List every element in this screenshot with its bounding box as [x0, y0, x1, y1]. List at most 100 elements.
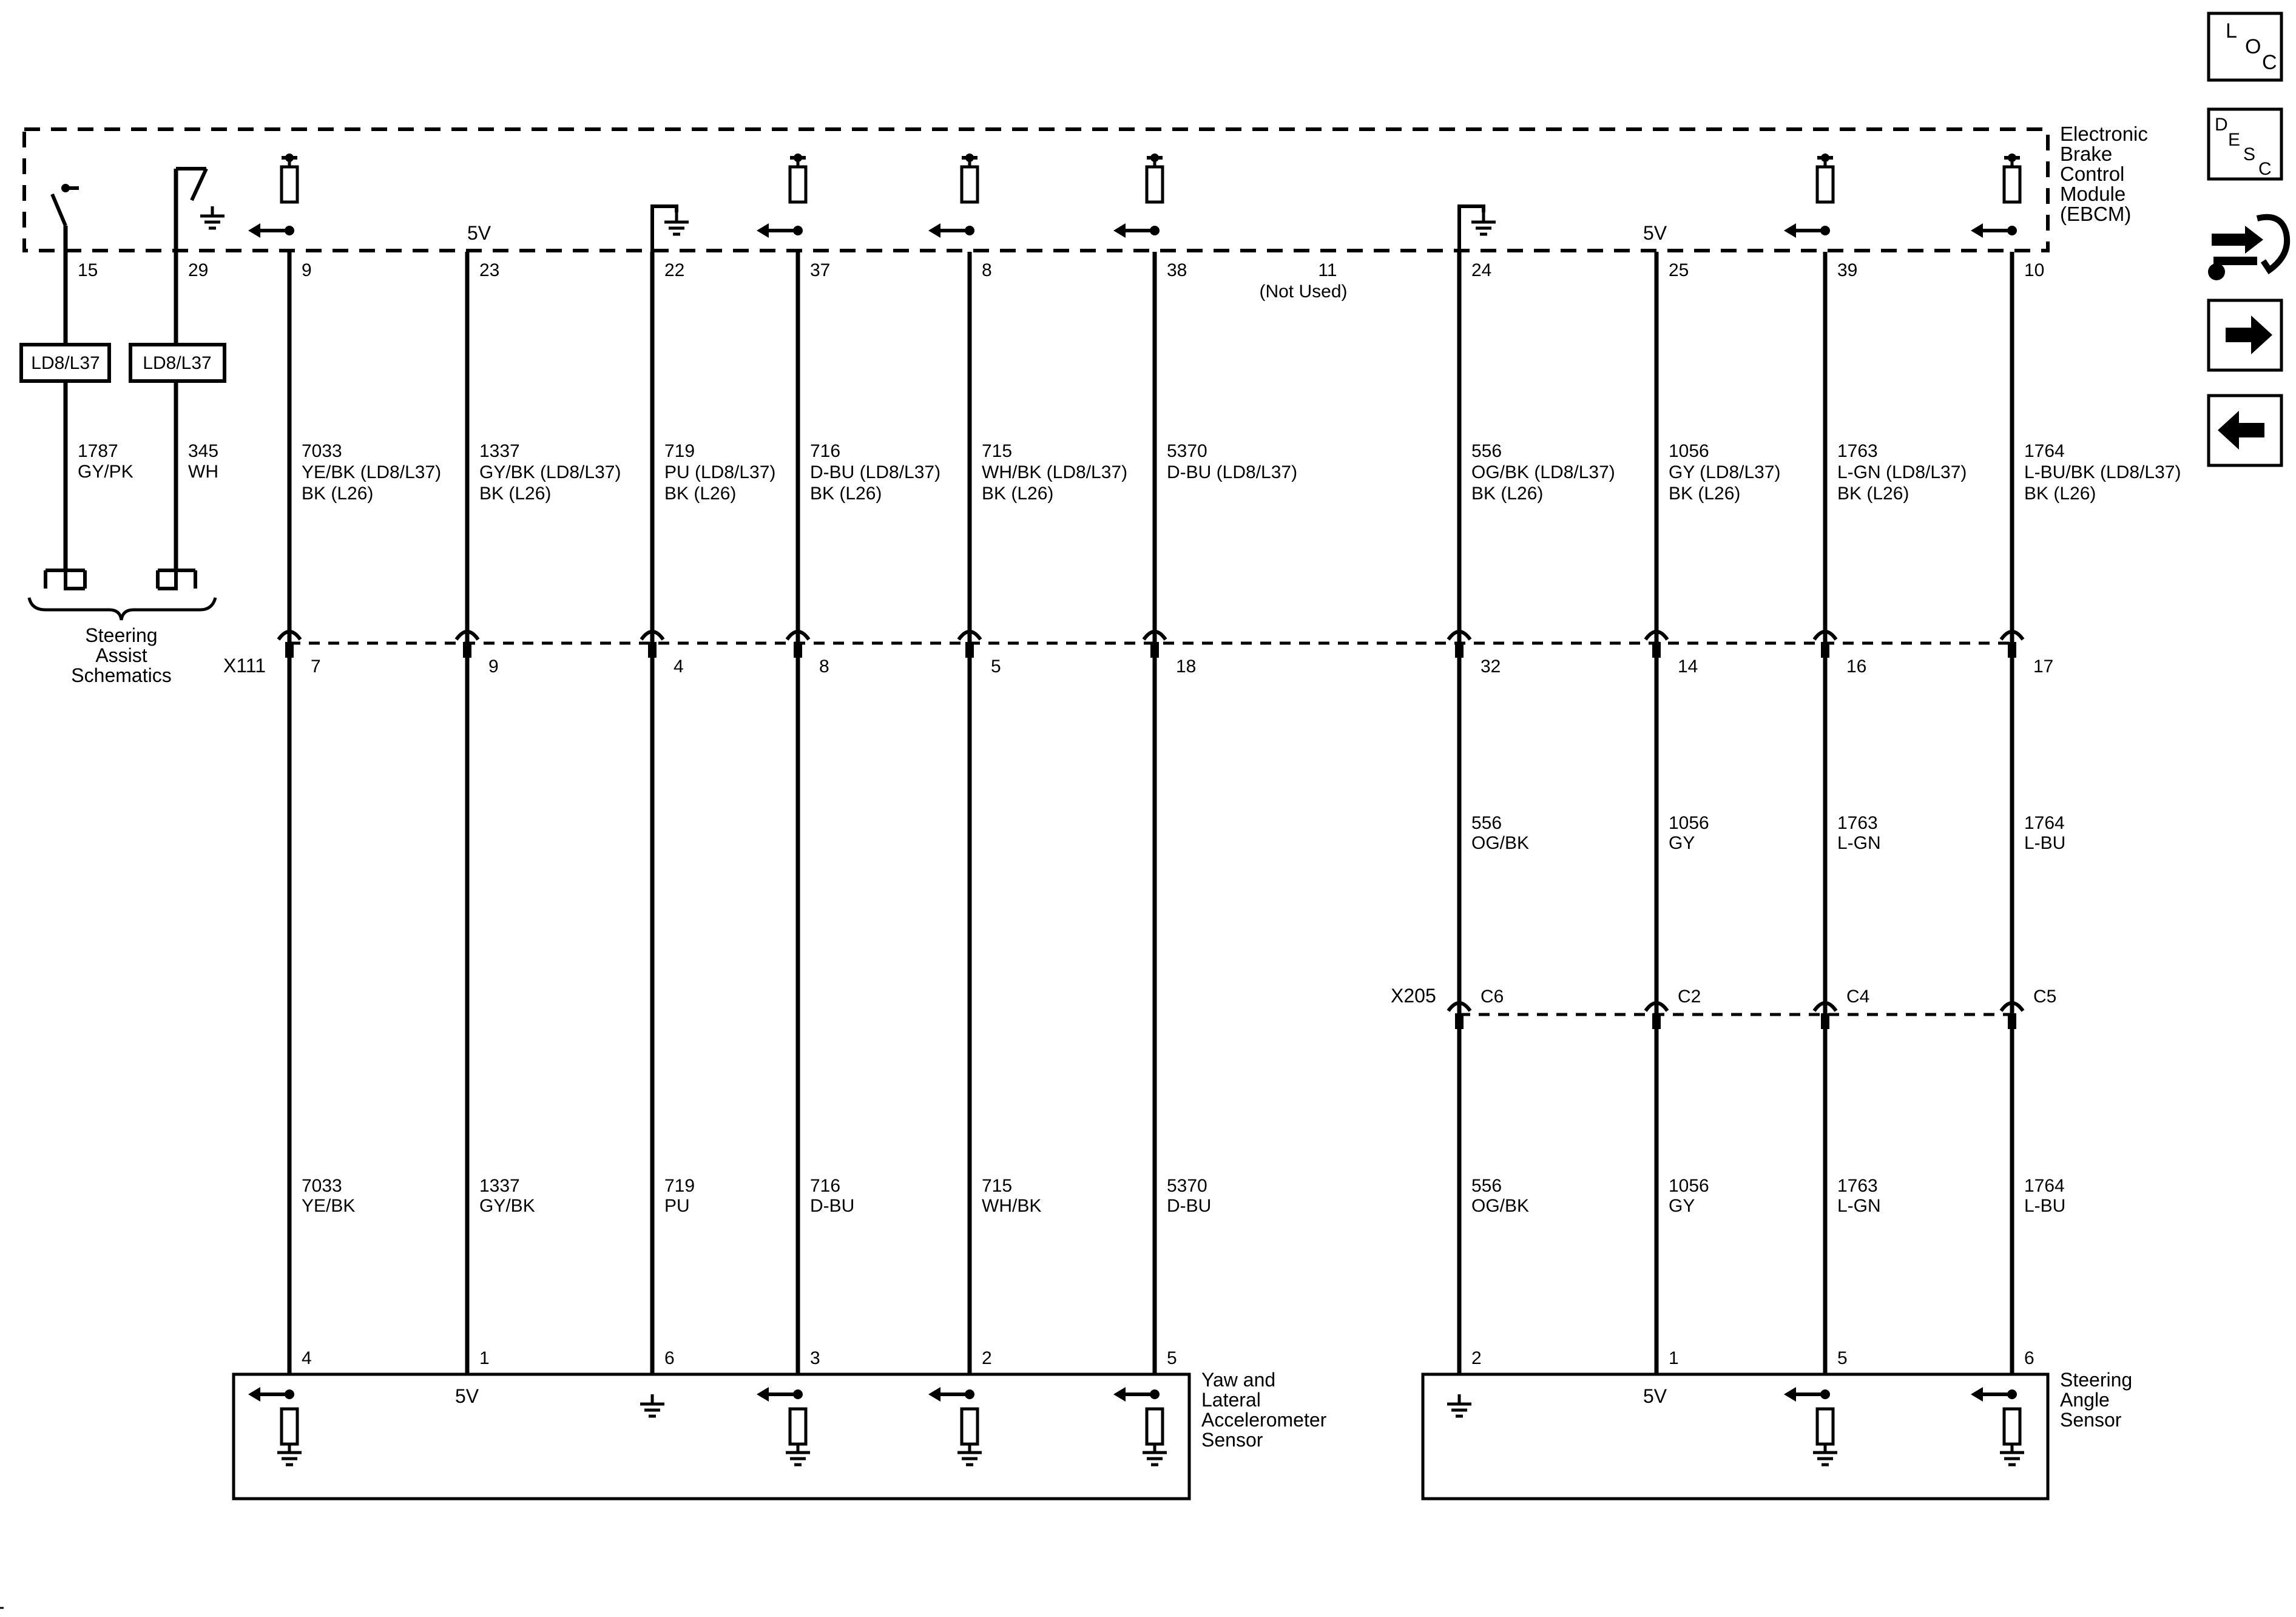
svg-text:Brake: Brake	[2060, 143, 2112, 165]
connector-x205-label: X205	[1391, 985, 1436, 1007]
description-button[interactable]: D E S C	[2207, 107, 2283, 181]
x111-pin: 16	[1846, 657, 1866, 677]
circuit-number: 716	[810, 441, 840, 461]
option-box-label: LD8/L37	[31, 353, 100, 373]
svg-text:Yaw and: Yaw and	[1201, 1369, 1275, 1391]
wire-color: GY/BK (LD8/L37)	[479, 462, 621, 482]
ebcm-internal-symbols: 5V 5V 11 (Not Used)	[248, 154, 2020, 302]
circuit-number: 5370	[1167, 441, 1207, 461]
wire-color: PU	[664, 1196, 690, 1216]
ebcm-pin-15: 15	[78, 260, 98, 280]
wire-color: D-BU	[810, 1196, 854, 1216]
circuit-number: 1763	[1837, 441, 1878, 461]
wire-color: L-GN (LD8/L37)	[1837, 462, 1967, 482]
x205-pin: C6	[1481, 987, 1504, 1007]
circuit-number: 7033	[302, 1176, 342, 1196]
svg-text:Accelerometer: Accelerometer	[1201, 1409, 1327, 1431]
svg-text:C: C	[2262, 51, 2277, 74]
sensor-pin: 6	[664, 1348, 675, 1368]
connector-end-view-button[interactable]	[2208, 214, 2291, 280]
location-button[interactable]: L O C	[2207, 12, 2283, 82]
x111-pin: 9	[488, 657, 499, 677]
ebcm-pin: 22	[664, 260, 684, 280]
svg-text:Electronic: Electronic	[2060, 123, 2148, 145]
circuit-number: 719	[664, 1176, 695, 1196]
wire-color: WH/BK (LD8/L37)	[982, 462, 1127, 482]
ebcm-pin: 38	[1167, 260, 1187, 280]
wire-color: OG/BK (LD8/L37)	[1471, 462, 1615, 482]
steering-assist-reference[interactable]: Steering Assist Schematics	[27, 569, 217, 686]
wire-color: BK (L26)	[1471, 484, 1543, 504]
circuit-number: 1763	[1837, 1176, 1878, 1196]
svg-text:(EBCM): (EBCM)	[2060, 203, 2131, 225]
svg-text:Sensor: Sensor	[2060, 1409, 2122, 1431]
ebcm-pin-29: 29	[188, 260, 208, 280]
ebcm-pin: 24	[1471, 260, 1491, 280]
svg-text:E: E	[2228, 130, 2240, 150]
circuit-number: 715	[982, 1176, 1012, 1196]
next-page-button[interactable]	[2207, 299, 2283, 372]
steering-angle-sensor-internals: 5V	[1447, 1385, 2024, 1465]
svg-text:Sensor: Sensor	[1201, 1429, 1263, 1451]
wire-color: L-BU	[2024, 1196, 2065, 1216]
wire-color: L-BU	[2024, 833, 2065, 853]
circuit-number: 345	[188, 441, 218, 461]
sensor-pin: 5	[1837, 1348, 1848, 1368]
ebcm-pin-11: 11	[1318, 260, 1337, 280]
steering-angle-sensor-label: Steering Angle Sensor	[2060, 1369, 2132, 1431]
circuit-number: 716	[810, 1176, 840, 1196]
ebcm-pin: 10	[2024, 260, 2044, 280]
wire-color: GY	[1669, 833, 1695, 853]
circuit-number: 1056	[1669, 813, 1709, 833]
yaw-sensor-label: Yaw and Lateral Accelerometer Sensor	[1201, 1369, 1327, 1451]
wire-color: BK (L26)	[2024, 484, 2096, 504]
switch-circuit-15: 15 LD8/L37 1787 GY/PK	[19, 184, 133, 590]
wire-color: BK (L26)	[1669, 484, 1740, 504]
circuit-number: 7033	[302, 441, 342, 461]
circuit-number: 556	[1471, 1176, 1502, 1196]
x205-pin: C2	[1678, 987, 1701, 1007]
wire-color: WH	[188, 462, 218, 482]
wire-color: BK (L26)	[302, 484, 373, 504]
sensor-pin: 6	[2024, 1348, 2034, 1368]
arrow-right-icon	[2226, 316, 2272, 354]
circuit-number: 556	[1471, 441, 1502, 461]
ebcm-pin: 37	[810, 260, 830, 280]
x111-pin: 7	[311, 657, 321, 677]
previous-page-button[interactable]	[2207, 394, 2283, 467]
switch-circuit-29: 29 LD8/L37 345 WH	[129, 167, 226, 590]
ebcm-pin: 9	[302, 260, 312, 280]
wire-color: D-BU (LD8/L37)	[1167, 462, 1297, 482]
circuit-number: 1056	[1669, 1176, 1709, 1196]
circuit-number: 1763	[1837, 813, 1878, 833]
wire-color: YE/BK	[302, 1196, 355, 1216]
sensor-pin: 2	[982, 1348, 992, 1368]
x111-pin: 18	[1176, 657, 1196, 677]
wire-color: BK (L26)	[1837, 484, 1909, 504]
svg-text:Assist: Assist	[95, 644, 147, 666]
sensor-pin: 2	[1471, 1348, 1482, 1368]
circuit-number: 719	[664, 441, 695, 461]
not-used-label: (Not Used)	[1259, 282, 1347, 302]
yaw-sensor-internals: 5V	[248, 1385, 1167, 1465]
svg-text:O: O	[2245, 35, 2261, 58]
sensor-pin: 3	[810, 1348, 820, 1368]
five-volt-label: 5V	[467, 222, 491, 244]
sensor-pin: 1	[1669, 1348, 1679, 1368]
wire-color: WH/BK	[982, 1196, 1041, 1216]
arrow-left-icon	[2218, 411, 2264, 450]
wire-color: OG/BK	[1471, 1196, 1529, 1216]
svg-text:S: S	[2243, 144, 2255, 164]
circuit-number: 715	[982, 441, 1012, 461]
circuit-number: 556	[1471, 813, 1502, 833]
ebcm-pin: 25	[1669, 260, 1689, 280]
x111-pin: 5	[991, 657, 1001, 677]
connector-wrench-icon	[2208, 214, 2291, 280]
circuit-number: 1056	[1669, 441, 1709, 461]
